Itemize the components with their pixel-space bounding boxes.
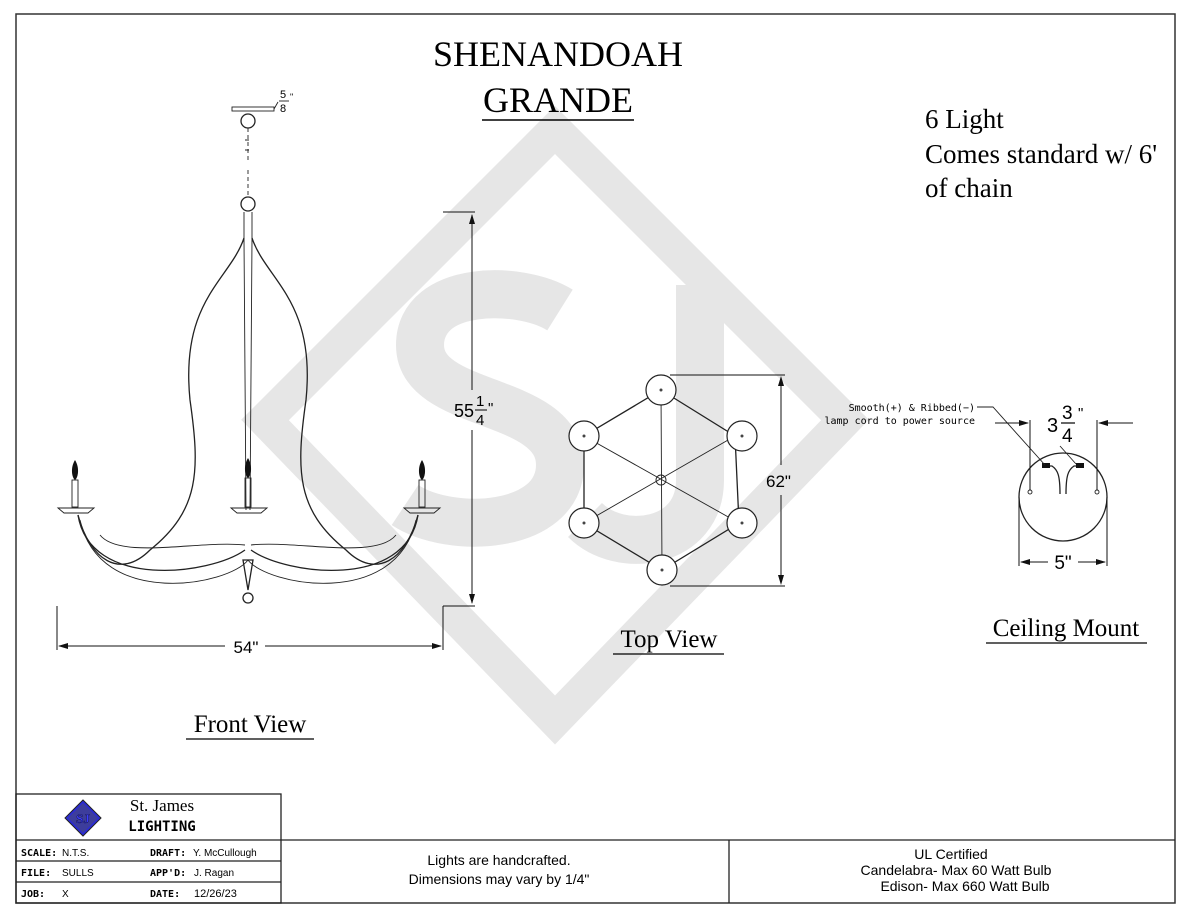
company-name: St. James: [130, 796, 194, 815]
appd-value: J. Ragan: [194, 868, 234, 879]
date-value: 12/26/23: [194, 888, 237, 900]
spec-lights: 6 Light: [925, 104, 1004, 134]
logo-text: SJ: [76, 811, 90, 826]
note-handcrafted: Lights are handcrafted.: [427, 852, 570, 868]
note-dimensions: Dimensions may vary by 1/4": [409, 871, 590, 887]
appd-label: APP'D:: [150, 868, 186, 879]
top-diameter-dim: 62": [766, 472, 791, 491]
scale-value: N.T.S.: [62, 848, 89, 859]
spec-chain-1: Comes standard w/ 6': [925, 139, 1157, 169]
mount-dim-den: 4: [1062, 426, 1073, 447]
mount-dim-whole: 3: [1047, 415, 1058, 437]
company-logo: SJ: [64, 799, 102, 837]
ceiling-mount-drawing: [977, 406, 1133, 566]
ul-certified: UL Certified: [914, 846, 987, 862]
top-view-label: Top View: [621, 626, 718, 653]
candelabra-rating: Candelabra- Max 60 Watt Bulb: [861, 862, 1052, 878]
top-view-drawing: [568, 374, 785, 587]
front-view-label: Front View: [194, 711, 307, 738]
file-label: FILE:: [21, 868, 51, 879]
height-dim-den: 4: [476, 412, 484, 429]
file-value: SULLS: [62, 868, 94, 879]
mount-dim-unit: ": [1078, 405, 1083, 422]
canopy-dim-den: 8: [280, 103, 286, 115]
company-subname: LIGHTING: [128, 819, 195, 835]
height-dim-num: 1: [476, 393, 484, 410]
height-dim-whole: 55: [454, 401, 474, 421]
watermark: [241, 105, 869, 745]
mount-note-line2: lamp cord to power source: [824, 416, 975, 427]
mount-dim-num: 3: [1062, 403, 1073, 424]
mount-note-line1: Smooth(+) & Ribbed(−): [849, 403, 975, 414]
job-value: X: [62, 889, 69, 900]
height-dim-unit: ": [488, 400, 493, 417]
spec-chain-2: of chain: [925, 173, 1013, 203]
draft-value: Y. McCullough: [193, 848, 257, 859]
title-block: [15, 793, 1175, 904]
draft-label: DRAFT:: [150, 848, 186, 859]
mount-diameter-dim: 5": [1054, 553, 1071, 574]
canopy-dim-num: 5: [280, 89, 286, 101]
date-label: DATE:: [150, 889, 180, 900]
canopy-dim-unit: ": [290, 92, 293, 102]
width-dim: 54": [234, 638, 259, 657]
front-view-drawing: [56, 101, 475, 650]
scale-label: SCALE:: [21, 848, 57, 859]
ceiling-mount-label: Ceiling Mount: [993, 615, 1140, 642]
edison-rating: Edison- Max 660 Watt Bulb: [880, 878, 1049, 894]
job-label: JOB:: [21, 889, 45, 900]
watermark-logo-letters: [391, 270, 724, 564]
page-border: [15, 13, 1176, 904]
title-line2: GRANDE: [483, 80, 633, 120]
title-line1: SHENANDOAH: [433, 34, 683, 74]
